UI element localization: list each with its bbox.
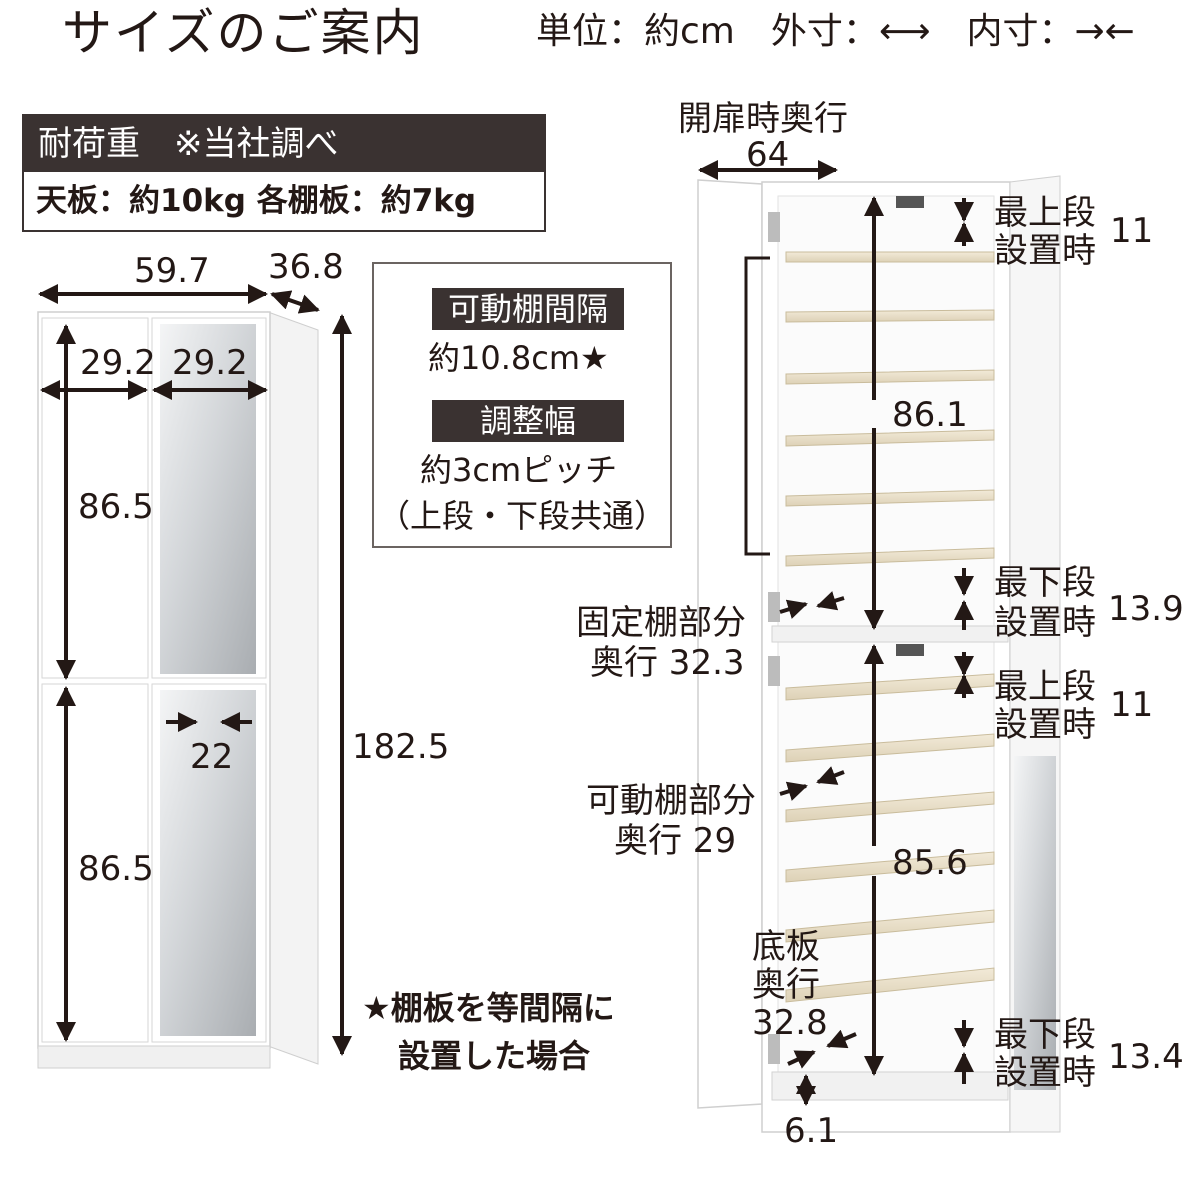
movable-shelf-label: 可動棚部分: [586, 781, 756, 821]
units-legend: 単位：約cm 外寸：⟷ 内寸：→←: [536, 11, 1135, 52]
adjust-label: 調整幅: [432, 400, 624, 442]
base-label-2: 奥行: [752, 965, 820, 1005]
upper-interior-height: 86.1: [892, 395, 968, 435]
bottom-gap-upper-label-1: 最下段: [994, 563, 1096, 603]
bottom-gap-lower-label-2: 設置時: [994, 1053, 1096, 1093]
mirror-width: 22: [190, 737, 234, 777]
upper-door-height: 86.5: [78, 487, 154, 527]
adjust-note: （上段・下段共通）: [378, 497, 667, 535]
adjust-value: 約3cmピッチ: [420, 451, 618, 489]
load-capacity-values: 天板：約10kg 各棚板：約7kg: [36, 183, 477, 219]
footnote-line2: 設置した場合: [398, 1037, 591, 1075]
bottom-gap-lower: 13.4: [1108, 1037, 1184, 1077]
load-capacity-heading: 耐荷重 ※当社調べ: [24, 116, 544, 172]
closed-cabinet: [37, 311, 319, 1069]
bottom-gap-upper: 13.9: [1108, 589, 1184, 629]
door-right-width: 29.2: [172, 343, 248, 383]
plinth-height: 6.1: [784, 1111, 839, 1151]
top-gap-lower: 11: [1110, 685, 1154, 725]
load-capacity-box: 耐荷重 ※当社調べ 天板：約10kg 各棚板：約7kg: [22, 114, 546, 232]
pitch-value: 約10.8cm★: [428, 339, 609, 377]
pitch-label: 可動棚間隔: [432, 288, 624, 330]
lower-shelves: [785, 673, 995, 1003]
base-depth: 32.8: [752, 1003, 828, 1043]
base-label-1: 底板: [752, 927, 820, 967]
fixed-shelf-depth: 奥行 32.3: [590, 643, 745, 683]
top-gap-upper-label-1: 最上段: [994, 193, 1096, 233]
door-open-depth: 64: [746, 135, 790, 175]
lower-mirror: [160, 690, 256, 1036]
fixed-shelf-label: 固定棚部分: [576, 603, 746, 643]
movable-shelf-depth: 奥行 29: [614, 821, 737, 861]
footnote-line1: ★棚板を等間隔に: [362, 989, 615, 1027]
exterior-height: 182.5: [352, 727, 450, 767]
side-mirror: [1014, 756, 1056, 1090]
upper-shelves: [785, 251, 995, 567]
top-gap-lower-label-2: 設置時: [994, 705, 1096, 745]
door-open-depth-label: 開扉時奥行: [678, 99, 848, 139]
lower-interior-height: 85.6: [892, 843, 968, 883]
top-gap-upper-label-2: 設置時: [994, 231, 1096, 271]
page-title: サイズのご案内: [62, 4, 425, 62]
exterior-depth: 36.8: [268, 247, 344, 287]
shelf-callout: 可動棚間隔 約10.8cm★ 調整幅 約3cmピッチ （上段・下段共通）: [372, 262, 672, 548]
lower-door-height: 86.5: [78, 849, 154, 889]
top-gap-upper: 11: [1110, 211, 1154, 251]
exterior-width: 59.7: [134, 251, 210, 291]
top-gap-lower-label-1: 最上段: [994, 667, 1096, 707]
bottom-gap-upper-label-2: 設置時: [994, 603, 1096, 643]
bottom-gap-lower-label-1: 最下段: [994, 1015, 1096, 1055]
door-left-width: 29.2: [80, 343, 156, 383]
